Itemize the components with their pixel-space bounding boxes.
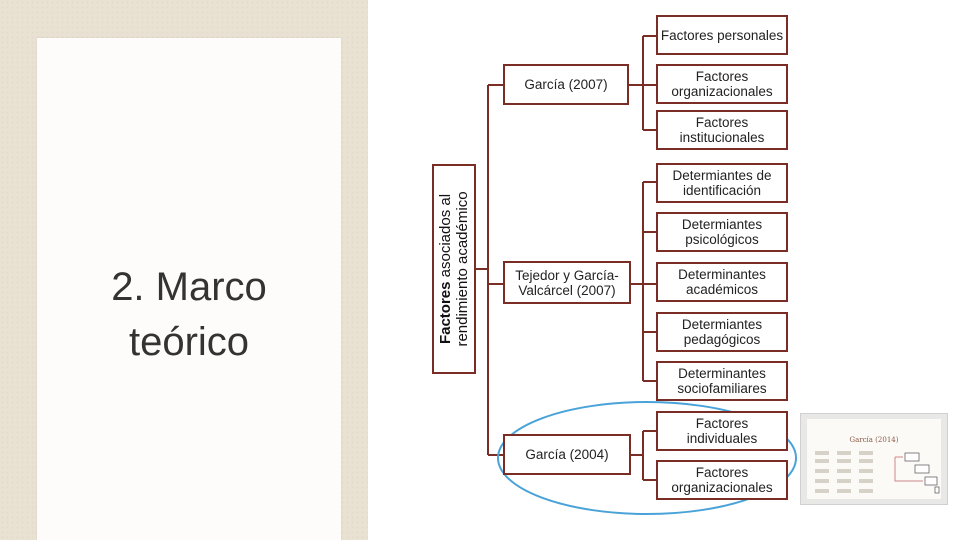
factor-institucionales: Factores institucionales	[656, 110, 788, 150]
author-tejedor-2007: Tejedor y García- Valcárcel (2007)	[503, 261, 631, 304]
author-garcia-2007: García (2007)	[503, 64, 629, 105]
highlight-ellipse	[497, 401, 797, 515]
title-card: 2. Marco teórico	[37, 38, 341, 540]
factor-organizacionales-2: Factores organizacionales	[656, 460, 788, 500]
slide-title: 2. Marco teórico	[111, 265, 267, 364]
factor-personales: Factores personales	[656, 15, 788, 55]
root-label: Factores asociados al rendimiento académ…	[437, 164, 471, 374]
factor-pedagogicos: Determiantes pedagógicos	[656, 312, 788, 352]
factor-organizacionales: Factores organizacionales	[656, 64, 788, 104]
root-node: Factores asociados al rendimiento académ…	[432, 164, 476, 374]
factor-academicos: Determinantes académicos	[656, 262, 788, 302]
thumbnail-table-graphic	[815, 451, 940, 494]
factor-identificacion: Determiantes de identificación	[656, 163, 788, 203]
factor-individuales: Factores individuales	[656, 411, 788, 451]
thumbnail-title: García (2014)	[849, 436, 899, 444]
left-panel: 2. Marco teórico	[0, 0, 368, 540]
reference-thumbnail: García (2014)	[800, 413, 948, 505]
factor-sociofamiliares: Determinantes sociofamiliares	[656, 361, 788, 401]
factor-psicologicos: Determiantes psicológicos	[656, 212, 788, 252]
author-garcia-2004: García (2004)	[503, 434, 631, 475]
root-label-bold: Factores	[437, 281, 454, 345]
